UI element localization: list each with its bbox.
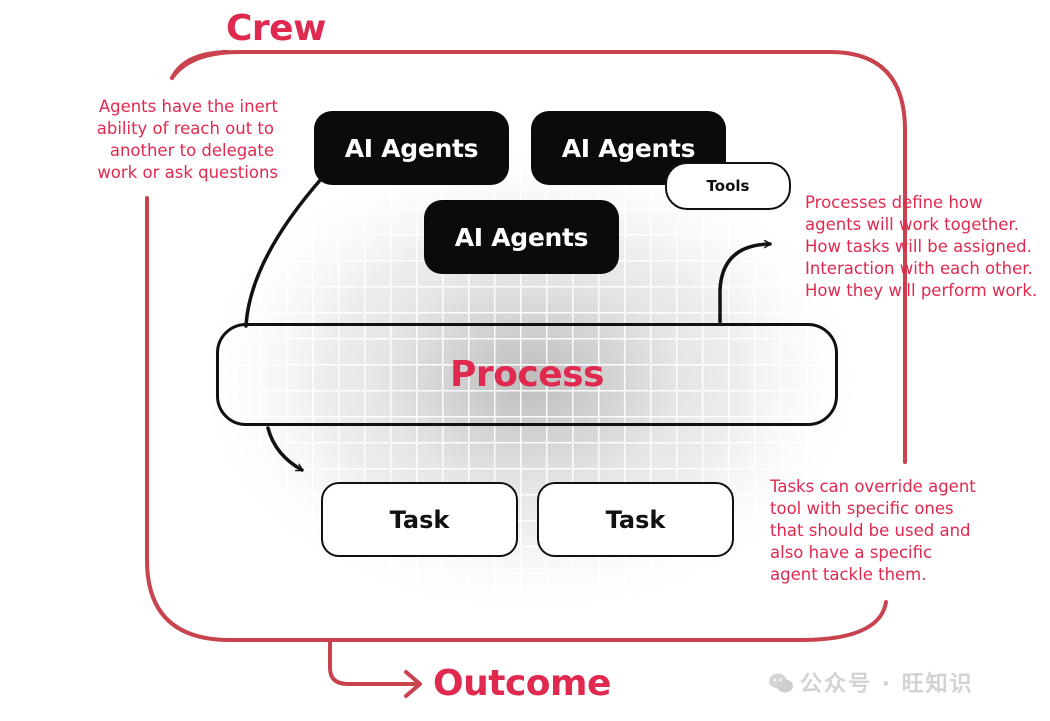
outcome-label: Outcome [433, 663, 611, 704]
agents-note: Agents have the inert ability of reach o… [90, 96, 278, 184]
outcome-connector-arrow [328, 638, 422, 698]
tasks-note-line-1: Tasks can override agent [770, 477, 976, 496]
crew-title: Crew [226, 8, 326, 49]
process-note-line-1: Processes define how [805, 193, 983, 212]
tasks-note-line-4: also have a specific [770, 543, 933, 562]
agents-note-line-4: work or ask questions [97, 163, 278, 182]
crew-frame-top-left [170, 50, 332, 80]
agent-label: AI Agents [454, 222, 589, 252]
process-note-line-3: How tasks will be assigned. [805, 237, 1032, 256]
process-note: Processes define how agents will work to… [805, 192, 1037, 302]
task-label: Task [389, 505, 450, 534]
tools-box[interactable]: Tools [665, 162, 791, 210]
agent-label: AI Agents [561, 133, 696, 163]
tasks-note: Tasks can override agent tool with speci… [770, 476, 976, 586]
agents-note-line-3: another to delegate [109, 141, 274, 160]
delegation-curve [244, 176, 324, 328]
task-box-2[interactable]: Task [537, 482, 734, 557]
process-label: Process [450, 354, 604, 395]
agent-box-3[interactable]: AI Agents [424, 200, 619, 274]
tools-label: Tools [706, 177, 750, 195]
agent-label: AI Agents [344, 133, 479, 163]
process-note-line-5: How they will perform work. [805, 281, 1038, 300]
watermark: 公众号 · 旺知识 [768, 666, 974, 698]
wechat-icon [768, 672, 794, 694]
task-label: Task [605, 505, 666, 534]
agents-note-line-2: ability of reach out to [96, 119, 274, 138]
process-note-line-2: agents will work together. [805, 215, 1019, 234]
watermark-text: 公众号 · 旺知识 [800, 672, 974, 697]
process-notes-arrow [718, 239, 772, 324]
process-task-arrow [266, 426, 304, 472]
tasks-note-line-5: agent tackle them. [770, 565, 927, 584]
tasks-note-line-3: that should be used and [770, 521, 971, 540]
process-note-line-4: Interaction with each other. [805, 259, 1033, 278]
agent-box-1[interactable]: AI Agents [314, 111, 509, 185]
agents-note-line-1: Agents have the inert [98, 97, 278, 116]
tasks-note-line-2: tool with specific ones [770, 499, 954, 518]
process-box[interactable]: Process [216, 323, 838, 426]
task-box-1[interactable]: Task [321, 482, 518, 557]
